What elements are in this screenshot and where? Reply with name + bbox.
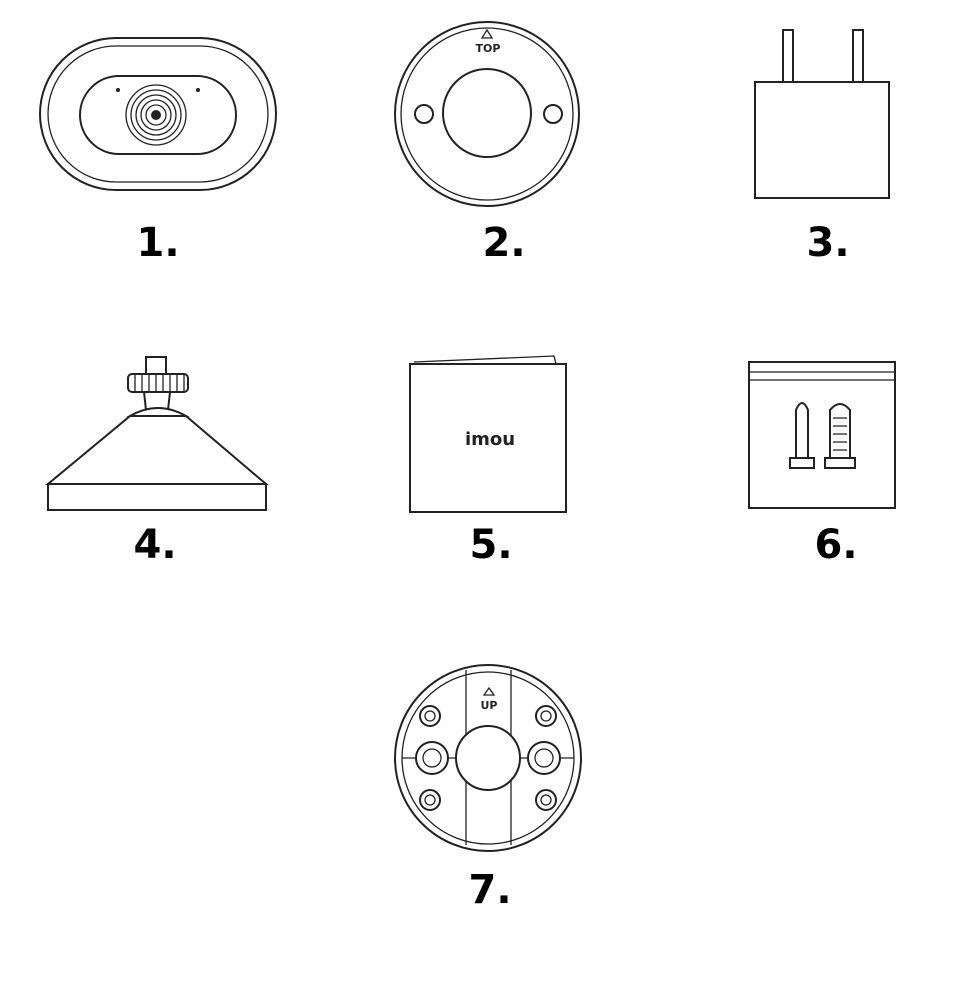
mounting-plate-icon [394,21,580,207]
up-arrow-icon [480,28,494,39]
bracket-icon [45,356,269,511]
up-arrow-icon [482,686,496,696]
item-number-7: 7. [468,867,511,913]
item-number-1: 1. [136,220,179,266]
item-number-2: 2. [482,220,525,266]
top-mark-label: TOP [476,42,501,55]
item-number-5: 5. [469,522,512,568]
camera-icon [39,37,277,191]
brand-logo-text: imou [465,429,515,450]
quick-start-guide-icon [409,355,567,513]
item-number-3: 3. [806,220,849,266]
item-number-4: 4. [133,522,176,568]
screw-package-icon [748,361,896,509]
up-mark-label: UP [481,699,498,712]
item-number-6: 6. [814,522,857,568]
mounting-base-icon [394,664,582,852]
power-adapter-icon [754,29,890,199]
